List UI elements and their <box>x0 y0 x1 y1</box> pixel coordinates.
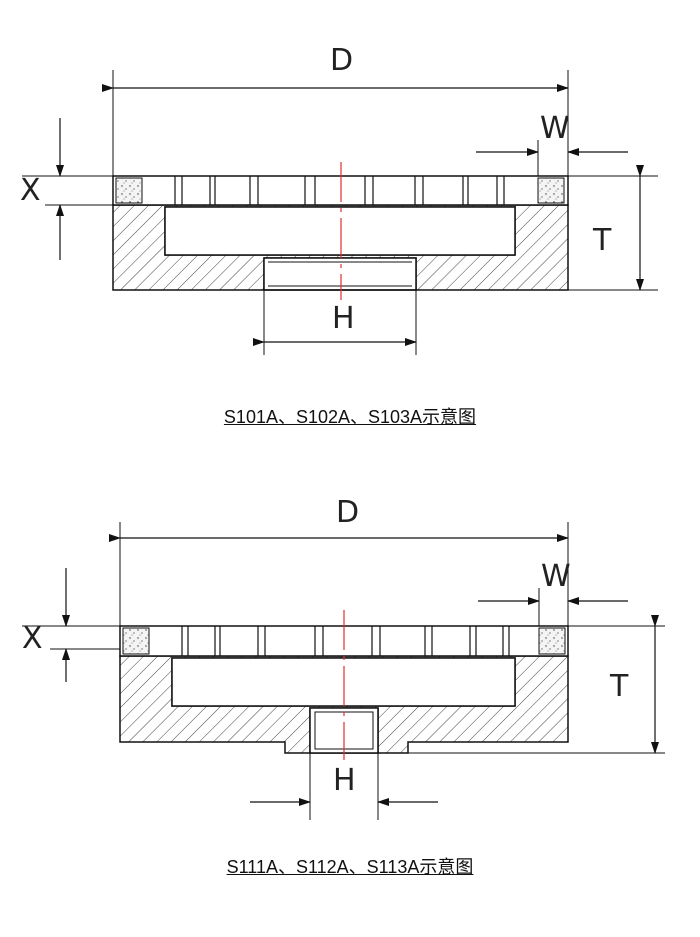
wheel-diagram-2: D W X T H <box>0 460 700 937</box>
dimension-d-label: D <box>330 43 353 78</box>
diagram-caption-2: S111A、S112A、S113A示意图 <box>226 857 474 877</box>
diagram-caption-1: S101A、S102A、S103A示意图 <box>223 407 477 427</box>
wheel-diagram-1: D W X T H <box>0 0 700 440</box>
dimension-t-label: T <box>592 223 612 258</box>
rim-segment-lines <box>174 176 505 205</box>
bore-hole <box>263 257 417 291</box>
wheel-recess <box>164 206 516 256</box>
abrasive-segment-left <box>115 177 143 204</box>
abrasive-segment-left <box>122 627 150 655</box>
rim-segment-lines <box>181 626 510 656</box>
dimension-w-label: W <box>541 559 571 594</box>
dimension-t-label: T <box>609 669 629 704</box>
dimension-w-label: W <box>540 111 570 146</box>
abrasive-segment-right <box>537 177 565 204</box>
dimension-x-label: X <box>20 173 41 208</box>
dimension-h-label: H <box>332 301 355 336</box>
dimension-d-label: D <box>336 495 359 530</box>
abrasive-segment-right <box>538 627 566 655</box>
dimension-x-label: X <box>22 621 43 656</box>
dimension-h-label: H <box>333 763 356 798</box>
